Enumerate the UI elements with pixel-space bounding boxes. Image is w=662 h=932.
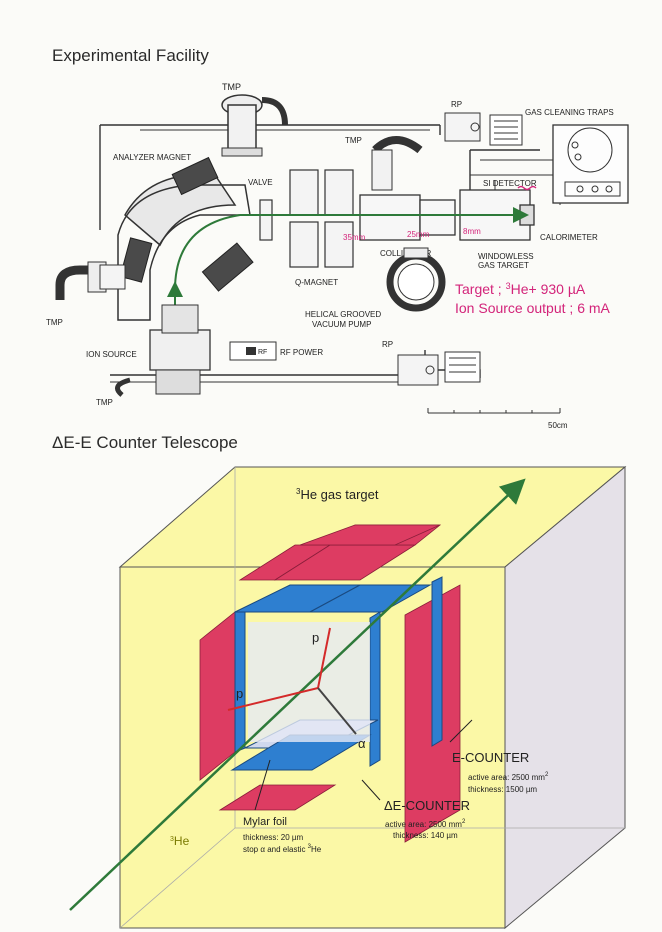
- analyzer-label: ANALYZER MAGNET: [113, 153, 191, 162]
- pump-label-2: VACUUM PUMP: [312, 320, 371, 329]
- delta-e-counter-label: ΔE-COUNTER: [384, 798, 470, 813]
- telescope-title: ΔE-E Counter Telescope: [52, 433, 238, 452]
- ion-source-label: ION SOURCE: [86, 350, 137, 359]
- facility-title: Experimental Facility: [52, 46, 209, 65]
- qmagnet-label: Q-MAGNET: [295, 278, 338, 287]
- ion-output-annotation: Ion Source output ; 6 mA: [455, 300, 611, 316]
- gas-target-label: GAS TARGET: [478, 261, 529, 270]
- proton-upper-label: p: [312, 630, 319, 645]
- si-detector-label: SI DETECTOR: [483, 179, 537, 188]
- calorimeter-label: CALORIMETER: [540, 233, 598, 242]
- target-annotation: Target ; 3He+ 930 µA: [455, 281, 586, 297]
- e-thickness: thickness: 1500 µm: [468, 785, 537, 794]
- rf-box-label: RF: [258, 349, 267, 356]
- tmp-bottom-label: TMP: [96, 398, 113, 407]
- dim-25: 25mm: [407, 230, 430, 239]
- q-magnet: [259, 169, 354, 268]
- gas-traps-label: GAS CLEANING TRAPS: [525, 108, 614, 117]
- tmp-left-pump: [55, 261, 126, 300]
- e-counter-leader: [449, 719, 473, 743]
- rp-top-label: RP: [451, 100, 462, 109]
- delta-e-thickness: thickness: 140 µm: [393, 831, 458, 840]
- mylar-stop: stop α and elastic 3He: [243, 844, 322, 854]
- mylar-label: Mylar foil: [243, 816, 287, 828]
- rp-bottom-label: RP: [382, 340, 393, 349]
- tmp-top-label: TMP: [222, 82, 241, 92]
- ion-source: [115, 304, 211, 397]
- tmp-mid-pump: [371, 136, 423, 191]
- e-counter-label: E-COUNTER: [452, 750, 529, 765]
- dim-8: 8mm: [463, 227, 481, 236]
- scale-bar: [427, 408, 561, 414]
- mylar-leader: [254, 759, 271, 811]
- rp-top: [444, 112, 523, 146]
- delta-e-area: active area: 2500 mm2: [385, 819, 466, 829]
- beam-label: 3He: [170, 834, 190, 848]
- scale-label: 50cm: [548, 421, 568, 430]
- alpha-label: α: [358, 736, 366, 751]
- valve-label: VALVE: [248, 178, 273, 187]
- particle-tracks: [227, 627, 357, 735]
- windowless-label: WINDOWLESS: [478, 252, 534, 261]
- pump-label-1: HELICAL GROOVED: [305, 310, 381, 319]
- rp-bottom: [397, 351, 481, 386]
- delta-e-leader: [361, 779, 381, 801]
- gas-cleaning-traps: [552, 124, 629, 204]
- rf-power-unit: [229, 341, 277, 361]
- rf-power-label: RF POWER: [280, 348, 323, 357]
- mylar-thickness: thickness: 20 µm: [243, 833, 304, 842]
- proton-left-label: p: [236, 686, 243, 701]
- e-area: active area: 2500 mm2: [468, 772, 549, 782]
- dim-35: 35mm: [343, 233, 366, 242]
- gas-target-title: 3He gas target: [296, 487, 379, 502]
- beam-axis: [69, 478, 526, 911]
- tmp-top-pump: [221, 94, 288, 157]
- analyzer-magnet: [117, 156, 254, 330]
- helical-vacuum-pump: [386, 247, 446, 312]
- tmp-mid-label: TMP: [345, 136, 362, 145]
- tmp-left-label: TMP: [46, 318, 63, 327]
